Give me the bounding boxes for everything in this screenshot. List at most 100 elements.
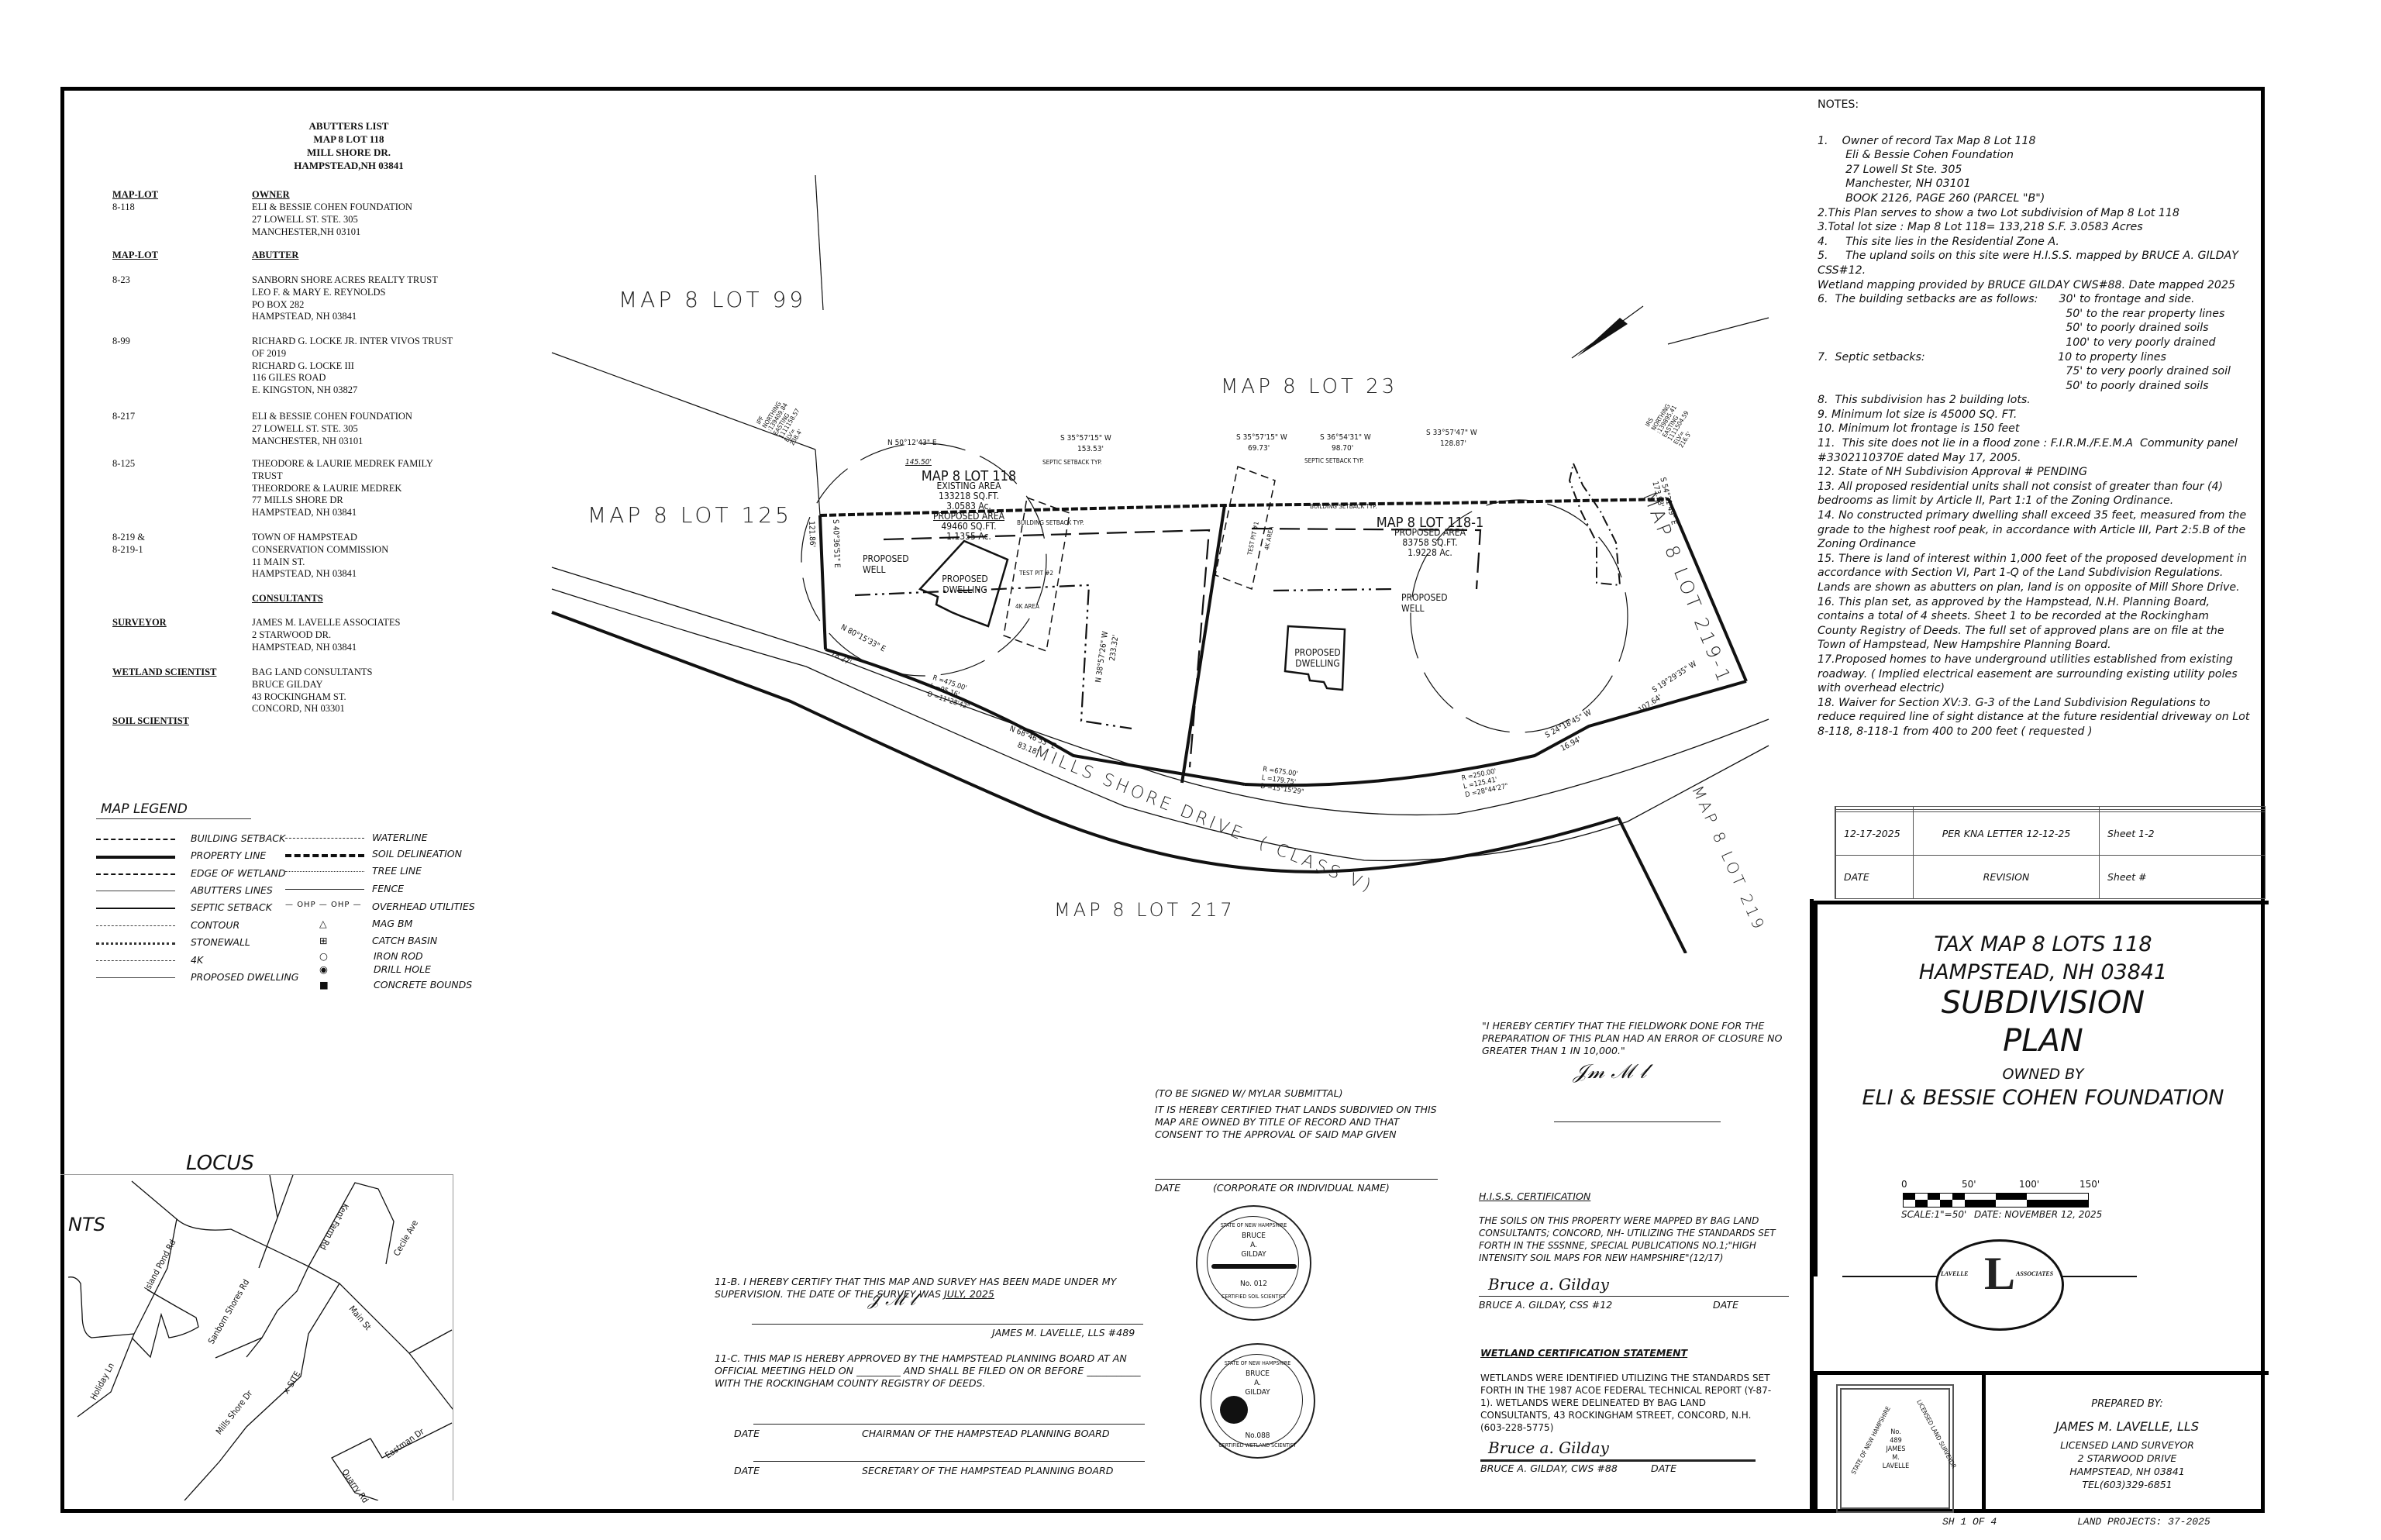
ownership-date-label: DATE	[1155, 1182, 1181, 1194]
lot-name: MAP 8 LOT 118-1	[1376, 515, 1484, 531]
test-pit-label: TEST PIT #2	[1019, 570, 1053, 577]
abutting-lot-label: MAP 8 LOT 217	[1054, 899, 1235, 921]
legend-label: CATCH BASIN	[372, 935, 438, 946]
area-line: 3.0583 Ac.	[946, 501, 991, 512]
address-line: 27 LOWELL ST. STE. 305	[252, 422, 358, 434]
note-item: Wetland mapping provided by BRUCE GILDAY…	[1818, 278, 2235, 291]
area-line: 133218 SQ.FT.	[938, 491, 999, 501]
legend-label: 4K	[191, 954, 204, 966]
legend-label: STONEWALL	[191, 936, 250, 948]
abutters-title-line: MILL SHORE DR.	[307, 146, 391, 158]
legend-label: EDGE OF WETLAND	[191, 867, 286, 879]
abutter-address: THEODORE & LAURIE MEDREK FAMILY TRUST TH…	[252, 458, 500, 519]
consultant-role: WETLAND SCIENTIST	[112, 667, 217, 677]
planning-board-approval-11c: 11-C. THIS MAP IS HEREBY APPROVED BY THE…	[715, 1352, 1141, 1389]
distance-label: 153.53'	[1077, 445, 1104, 453]
proposed-dwelling-label: PROPOSED DWELLING	[942, 574, 988, 595]
hiss-title: H.I.S.S. CERTIFICATION	[1479, 1190, 1591, 1202]
surveyor-signature: 𝒥 ℳ 𝓁	[868, 1290, 916, 1310]
distance-label: 98.70'	[1332, 444, 1354, 453]
locus-scale-note: NTS	[68, 1214, 105, 1235]
legend-label: SEPTIC SETBACK	[191, 901, 272, 913]
abutter-address: SANBORN SHORE ACRES REALTY TRUST LEO F. …	[252, 274, 500, 323]
note-item: 16. This plan set, as approved by the Ha…	[1818, 595, 2228, 652]
note-item: 13. All proposed residential units shall…	[1818, 480, 2227, 508]
soil-delineation-icon	[285, 854, 364, 857]
address-line: OF 2019	[252, 347, 287, 359]
area-line: PROPOSED AREA	[1394, 527, 1466, 538]
signature-line	[753, 1461, 1145, 1462]
address-line: 43 ROCKINGHAM ST.	[252, 691, 346, 702]
scale-bar-graphic	[1903, 1193, 2089, 1208]
abutter-address: RICHARD G. LOCKE JR. INTER VIVOS TRUST O…	[252, 336, 500, 397]
signature-line	[1479, 1296, 1789, 1297]
address-line: 2 STARWOOD DR.	[252, 629, 332, 640]
consultant-address: JAMES M. LAVELLE ASSOCIATES 2 STARWOOD D…	[252, 617, 500, 653]
legend-label: IRON ROD	[374, 950, 423, 962]
legend-divider	[96, 818, 251, 819]
address-line: HAMPSTEAD, NH 03841	[252, 507, 357, 519]
title-line-3: SUBDIVISION	[1941, 985, 2145, 1021]
wetland-cert-text: WETLANDS WERE IDENTIFIED UTILIZING THE S…	[1480, 1373, 1772, 1433]
iron-rod-icon: ○	[319, 950, 328, 962]
survey-certification-11b: 11-B. I HEREBY CERTIFY THAT THIS MAP AND…	[715, 1276, 1117, 1300]
soil-scientist-signature: Bruce a. Gilday	[1488, 1275, 1609, 1294]
signature-line	[1155, 1179, 1438, 1180]
bearing-label: S 40°36'51" E	[831, 519, 842, 568]
survey-date: JULY, 2025	[944, 1288, 994, 1300]
abutting-lot-label: MAP 8 LOT 125	[587, 502, 792, 528]
locus-roads	[67, 1175, 453, 1500]
legend-label: MAG BM	[372, 918, 413, 929]
note-item: 2.This Plan serves to show a two Lot sub…	[1818, 206, 2179, 219]
plan-date: DATE: NOVEMBER 12, 2025	[1974, 1209, 2103, 1220]
address-line: BRUCE GILDAY	[252, 678, 323, 690]
hiss-signer: BRUCE A. GILDAY, CSS #12	[1479, 1299, 1613, 1311]
bearing-label: S 33°57'47" W	[1426, 429, 1477, 437]
drill-hole-icon: ◉	[319, 963, 328, 975]
legend-label: PROPERTY LINE	[191, 849, 267, 861]
consultant-role: SURVEYOR	[112, 617, 167, 628]
closure-certification: "I HEREBY CERTIFY THAT THE FIELDWORK DON…	[1482, 1020, 1783, 1056]
building-setback-label: BUILDING SETBACK TYP.	[1017, 519, 1084, 526]
mylar-note: (TO BE SIGNED W/ MYLAR SUBMITTAL)	[1155, 1087, 1343, 1099]
address-line: JAMES M. LAVELLE ASSOCIATES	[252, 617, 401, 628]
note-item: 4. This site lies in the Residential Zon…	[1818, 235, 2059, 248]
legend-label: OVERHEAD UTILITIES	[372, 901, 475, 912]
distance-label: 145.50'	[905, 458, 932, 467]
consultant-address: BAG LAND CONSULTANTS BRUCE GILDAY 43 ROC…	[252, 667, 500, 715]
legend-title: MAP LEGEND	[101, 801, 188, 817]
concrete-bounds-icon: ■	[319, 979, 329, 990]
signature-line	[1554, 1121, 1721, 1122]
address-line: LEO F. & MARY E. REYNOLDS	[252, 286, 386, 298]
note-item: 17.Proposed homes to have underground ut…	[1818, 653, 2241, 695]
legend-label: FENCE	[372, 883, 405, 894]
wetland-scientist-signature: Bruce a. Gilday	[1488, 1438, 1609, 1457]
surveyor-tripod-icon: L	[1984, 1248, 2016, 1299]
septic-setback-label: SEPTIC SETBACK TYP.	[1042, 459, 1102, 466]
maplot-value: 8-118	[112, 202, 135, 212]
wetland-date-label: DATE	[1651, 1462, 1677, 1474]
proposed-dwelling-label: PROPOSED DWELLING	[1294, 647, 1341, 669]
consultant-role: SOIL SCIENTIST	[112, 715, 190, 726]
bearing-label: S 35°57'15" W	[1060, 434, 1111, 443]
legend-label: PROPOSED DWELLING	[191, 971, 299, 983]
heavy-solid-line-icon	[96, 856, 175, 859]
waterline-icon	[285, 838, 364, 839]
maplot-value: 8-125	[112, 458, 136, 469]
distance-label: 69.73'	[1248, 444, 1270, 453]
address-line: 77 MILLS SHORE DR	[252, 494, 343, 506]
hiss-text: THE SOILS ON THIS PROPERTY WERE MAPPED B…	[1479, 1215, 1776, 1263]
sheet-number: SH 1 OF 4	[1942, 1516, 1997, 1528]
lot-118-1-area-label: MAP 8 LOT 118-1 PROPOSED AREA 83758 SQ.F…	[1368, 515, 1492, 558]
dash-dot-dot-line-icon	[96, 839, 175, 840]
note-item: 15. There is land of interest within 1,0…	[1818, 552, 2251, 594]
project-number: LAND PROJECTS: 37-2025	[2077, 1516, 2210, 1528]
address-line: THEORDORE & LAURIE MEDREK	[252, 482, 402, 494]
maplot-header: MAP-LOT	[112, 189, 159, 200]
abutter-header: ABUTTER	[252, 250, 299, 260]
survey-plan-drawing	[551, 174, 1769, 953]
